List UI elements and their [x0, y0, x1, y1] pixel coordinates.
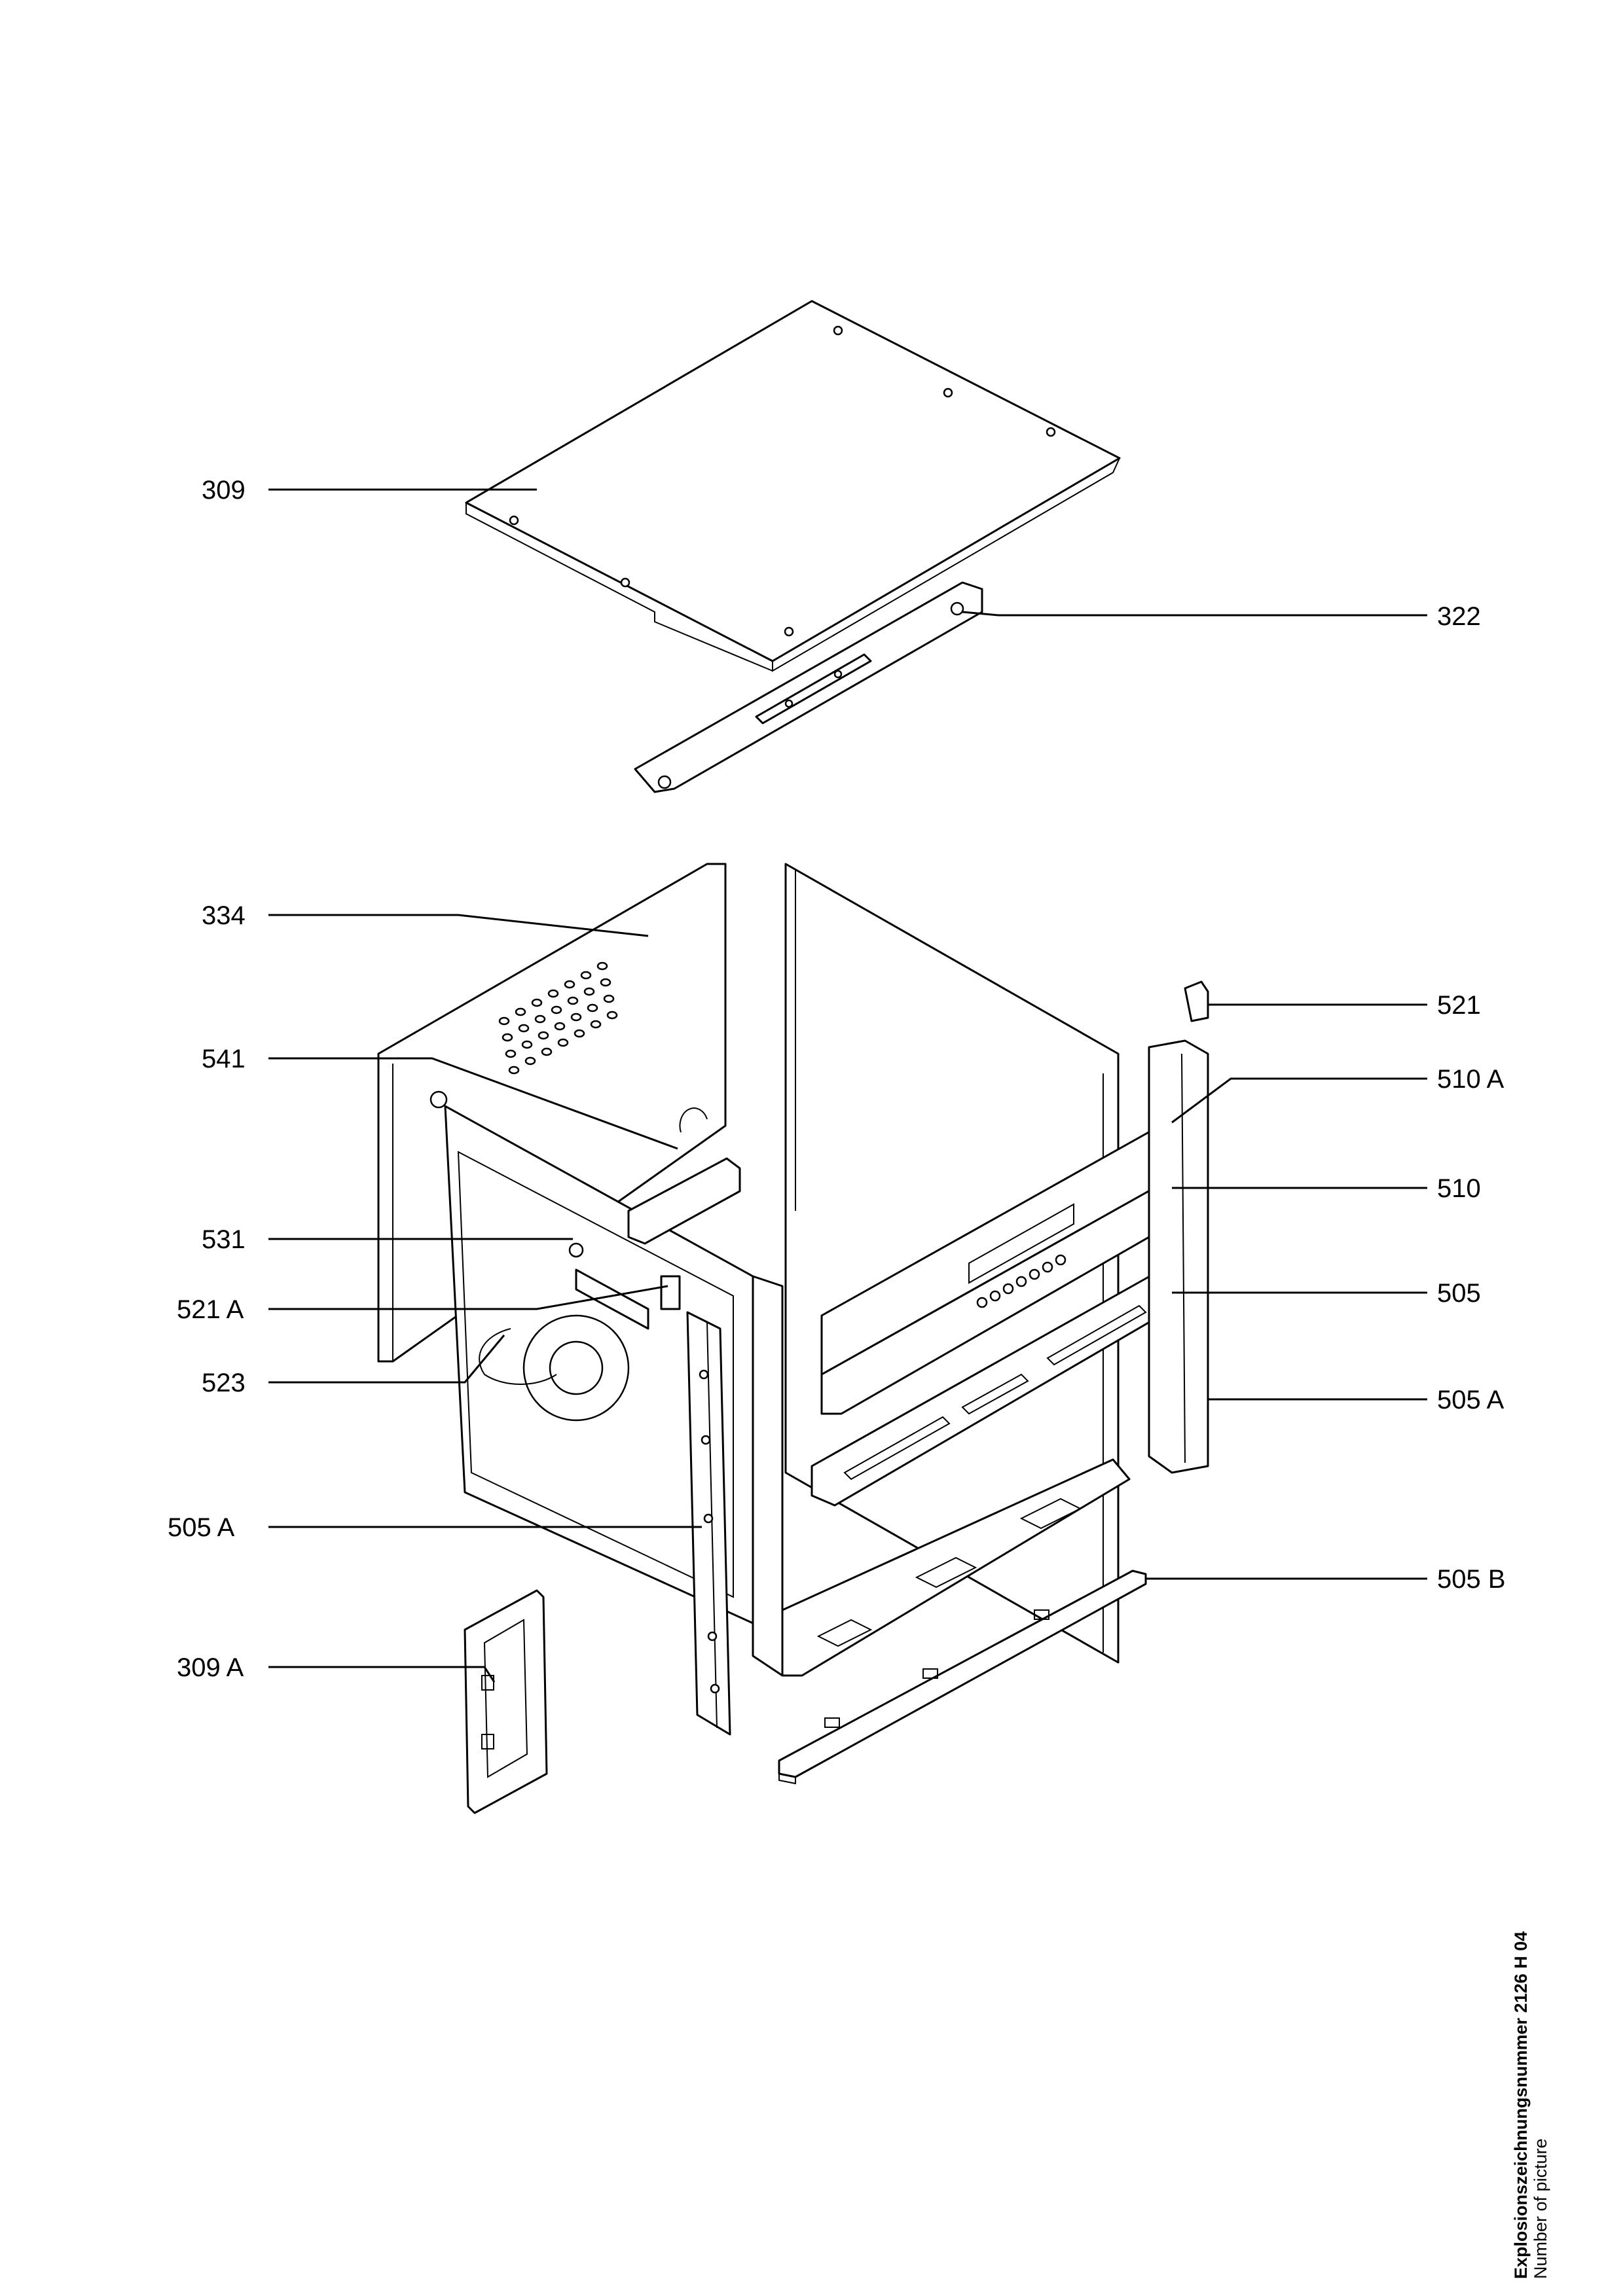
label-541: 541: [202, 1045, 246, 1073]
part-505A-left-rail: [686, 1311, 731, 1736]
label-521: 521: [1437, 991, 1481, 1020]
label-505A-left: 505 A: [168, 1513, 235, 1542]
label-510A: 510 A: [1437, 1065, 1504, 1094]
part-505A-right-rail: [1148, 1039, 1209, 1474]
vent-holes: [498, 961, 618, 1075]
leader-lines: [268, 488, 1427, 1683]
part-521A-clip: [660, 1275, 681, 1310]
label-505: 505: [1437, 1279, 1481, 1308]
label-309: 309: [202, 476, 246, 505]
label-334: 334: [202, 901, 246, 930]
part-309A-handle-bracket: [464, 1589, 548, 1814]
part-505B-bottom-trim: [778, 1570, 1147, 1785]
part-521-clip: [1184, 980, 1209, 1022]
label-505B: 505 B: [1437, 1565, 1506, 1594]
part-523-wire: [479, 1328, 557, 1385]
vent-slot-plate: [575, 1268, 649, 1330]
part-505-front-frame: [811, 1272, 1173, 1507]
part-510-control-panel: [820, 1118, 1173, 1415]
part-541-fan-unit: [627, 1107, 741, 1245]
label-309A: 309 A: [177, 1653, 244, 1682]
drawing-number-title: Explosionszeichnungsnummer 2126 H 04: [1511, 1931, 1531, 2279]
cavity-floor: [781, 1458, 1131, 1677]
label-322: 322: [1437, 602, 1481, 631]
callout-labels: 309 322 334 541 531 521 A 523 505 A 309 …: [168, 476, 1506, 1682]
part-309-top-cover: [465, 300, 1121, 672]
label-505A-right: 505 A: [1437, 1386, 1504, 1414]
part-322-bracket: [634, 581, 983, 793]
label-521A: 521 A: [177, 1295, 244, 1324]
label-531: 531: [202, 1225, 246, 1254]
drawing-number-subtitle: Number of picture: [1531, 2138, 1550, 2279]
label-523: 523: [202, 1369, 246, 1397]
label-510: 510: [1437, 1174, 1481, 1203]
part-531-screw: [568, 1242, 584, 1258]
